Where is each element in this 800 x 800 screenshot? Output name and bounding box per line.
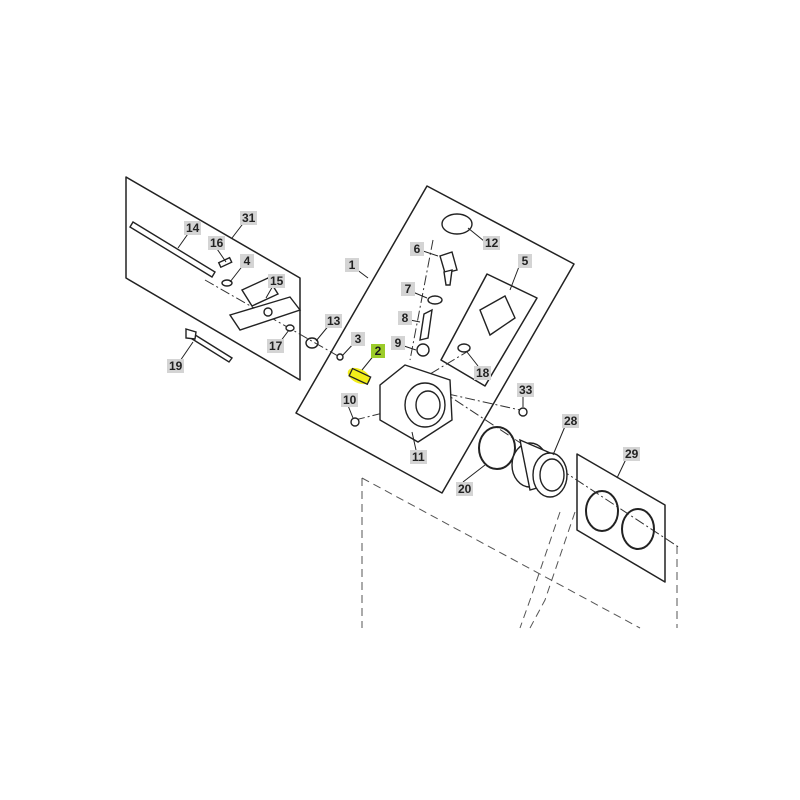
callout-part-3[interactable]: 3 <box>351 332 365 346</box>
callout-part-5[interactable]: 5 <box>518 254 532 268</box>
callout-part-19[interactable]: 19 <box>167 359 185 373</box>
callout-part-28[interactable]: 28 <box>562 414 580 428</box>
callout-part-13[interactable]: 13 <box>325 314 343 328</box>
callout-part-14[interactable]: 14 <box>184 221 202 235</box>
kit-29-panel <box>576 453 666 583</box>
callout-part-6[interactable]: 6 <box>410 242 424 256</box>
kit-5-panel <box>440 273 538 387</box>
callout-part-20[interactable]: 20 <box>456 482 474 496</box>
callout-part-16[interactable]: 16 <box>208 236 226 250</box>
callout-part-1[interactable]: 1 <box>345 258 359 272</box>
callout-part-4[interactable]: 4 <box>240 254 254 268</box>
callout-part-18[interactable]: 18 <box>474 366 492 380</box>
callout-part-8[interactable]: 8 <box>398 311 412 325</box>
callout-part-2[interactable]: 2 <box>371 344 385 358</box>
part-2-highlight <box>347 367 372 386</box>
callout-part-12[interactable]: 12 <box>483 236 501 250</box>
callout-part-7[interactable]: 7 <box>401 282 415 296</box>
callout-part-15[interactable]: 15 <box>268 274 286 288</box>
callout-part-29[interactable]: 29 <box>623 447 641 461</box>
callout-part-17[interactable]: 17 <box>267 339 285 353</box>
callout-part-10[interactable]: 10 <box>341 393 359 407</box>
callout-part-31[interactable]: 31 <box>240 211 258 225</box>
kit-1-panel <box>295 185 575 494</box>
callout-part-11[interactable]: 11 <box>410 450 427 464</box>
callout-part-9[interactable]: 9 <box>391 336 405 350</box>
callout-part-33[interactable]: 33 <box>517 383 535 397</box>
kit-31-panel <box>125 176 301 381</box>
